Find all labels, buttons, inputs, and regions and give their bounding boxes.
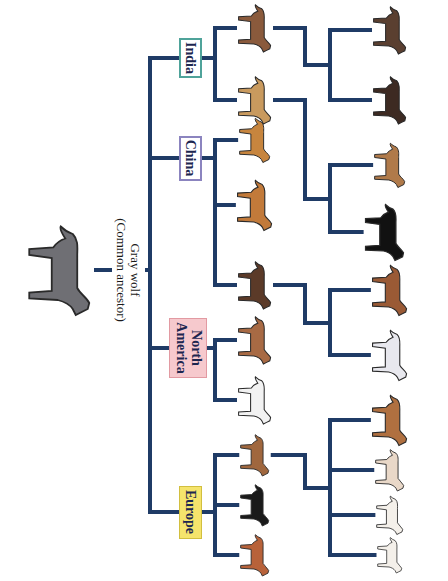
tree-branch <box>330 513 373 517</box>
dog-figure <box>378 538 402 573</box>
tree-branch <box>215 503 237 507</box>
region-text-block: China <box>183 140 198 177</box>
dog-figures <box>29 5 406 576</box>
dog-figure <box>366 204 404 260</box>
dog-figure <box>241 485 269 526</box>
tree-branch <box>328 165 332 232</box>
tree-branch <box>330 553 375 557</box>
tree-branch <box>275 100 330 199</box>
tree-branch <box>330 418 369 422</box>
dog-figure <box>375 143 405 187</box>
tree-branch <box>330 163 371 167</box>
tree-branch <box>215 98 235 102</box>
dog-figure <box>241 535 269 576</box>
tree-branch <box>330 353 369 357</box>
region-name: India <box>183 42 198 74</box>
region-name: Europe <box>183 490 198 534</box>
dog-figure <box>239 377 271 424</box>
tree-branch <box>330 230 362 234</box>
dog-figure <box>373 265 407 315</box>
tree-branch <box>273 455 330 488</box>
tree-branch <box>213 28 217 100</box>
dog-figure <box>239 262 271 309</box>
region-box: Europe <box>179 486 202 539</box>
region-name: North America <box>173 322 202 373</box>
dog-figure <box>373 330 407 380</box>
dog-figure <box>374 7 406 54</box>
dog-figure <box>376 450 404 491</box>
region-text-block: Europe <box>183 490 198 534</box>
tree-branch <box>215 553 237 557</box>
dog-figure <box>377 496 403 534</box>
dog-figure <box>373 395 407 445</box>
tree-branch <box>215 138 236 142</box>
tree-branch <box>330 468 372 472</box>
tree-branch <box>148 58 152 512</box>
region-text-block: North America <box>173 322 202 373</box>
dog-figure <box>240 118 270 162</box>
tree-branch <box>328 290 332 355</box>
region-box: India <box>179 38 202 78</box>
ancestor-caption: Gray wolf (Common ancestor) <box>114 210 143 330</box>
dog-figure <box>239 77 271 124</box>
ancestor-label: Gray wolf (Common ancestor) <box>112 208 145 332</box>
tree-lines <box>96 28 375 555</box>
tree-branch <box>213 340 217 400</box>
region-text-block: India <box>183 42 198 74</box>
dog-figure <box>241 435 269 476</box>
ancestor-text-block: Gray wolf (Common ancestor) <box>114 210 143 330</box>
tree-branch <box>275 28 330 65</box>
region-box: North America <box>169 318 207 378</box>
dog-figure <box>374 77 406 124</box>
tree-branch <box>215 398 235 402</box>
tree-branch <box>213 140 217 285</box>
tree-branch <box>330 28 370 32</box>
tree-branch <box>275 285 330 323</box>
tree-branch <box>330 98 370 102</box>
tree-branch <box>215 26 235 30</box>
tree-branch <box>215 283 235 287</box>
tree-branch <box>215 338 235 342</box>
tree-branch <box>215 453 237 457</box>
dog-figure <box>239 317 271 364</box>
tree-branch <box>328 420 332 555</box>
tree-branch <box>215 203 234 207</box>
wolf-figure <box>29 227 89 316</box>
dog-figure <box>238 180 272 230</box>
region-name: China <box>183 140 198 177</box>
tree-branch <box>328 30 332 100</box>
dog-figure <box>239 5 271 52</box>
region-box: China <box>179 136 202 181</box>
tree-branch <box>330 288 369 292</box>
